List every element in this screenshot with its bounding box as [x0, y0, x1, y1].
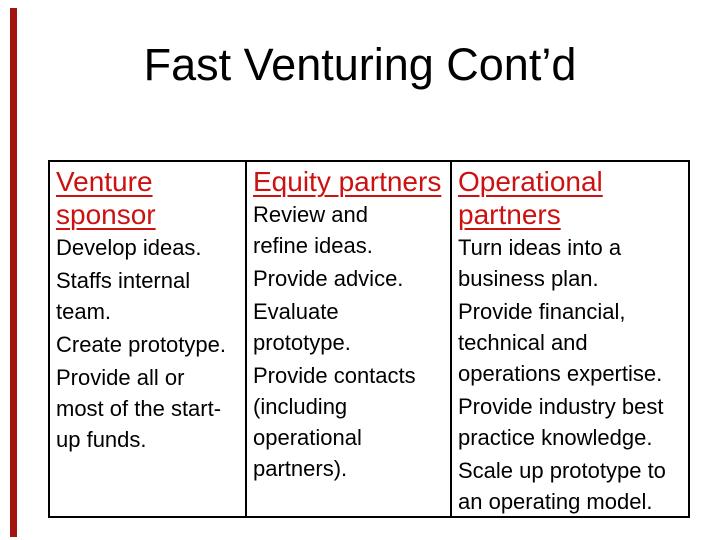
column-body-venture-sponsor: Develop ideas. Staffs internal team. Creat…: [56, 232, 241, 455]
paragraph: Provide advice.: [253, 266, 404, 291]
slide-title: Fast Venturing Cont’d: [143, 39, 577, 90]
table-column-venture-sponsor: Venture sponsor Develop ideas. Staffs int…: [50, 162, 247, 516]
content-table: Venture sponsor Develop ideas. Staffs int…: [48, 160, 690, 518]
column-header-equity-partners: Equity partners: [253, 166, 442, 197]
paragraph: Review and refine ideas.: [253, 202, 373, 258]
paragraph: Scale up prototype to an operating model…: [458, 458, 666, 514]
paragraph: Provide contacts (including operational …: [253, 363, 416, 481]
column-body-operational-partners: Turn ideas into a business plan. Provide …: [458, 232, 684, 516]
paragraph: Evaluate prototype.: [253, 299, 351, 355]
paragraph: Provide all or most of the start- up fun…: [56, 365, 222, 452]
left-accent-bar: [10, 8, 17, 537]
paragraph: Staffs internal team.: [56, 268, 191, 324]
paragraph: Provide financial, technical and operati…: [458, 299, 663, 386]
paragraph: Create prototype.: [56, 332, 226, 357]
column-body-equity-partners: Review and refine ideas. Provide advice. E…: [253, 199, 446, 484]
column-header-operational-partners: Operational partners: [458, 166, 603, 230]
paragraph: Turn ideas into a business plan.: [458, 235, 622, 291]
paragraph: Develop ideas.: [56, 235, 202, 260]
column-header-venture-sponsor: Venture sponsor: [56, 166, 156, 230]
paragraph: Provide industry best practice knowledge…: [458, 394, 664, 450]
table-column-equity-partners: Equity partners Review and refine ideas.…: [247, 162, 452, 516]
table-column-operational-partners: Operational partners Turn ideas into a b…: [452, 162, 688, 516]
